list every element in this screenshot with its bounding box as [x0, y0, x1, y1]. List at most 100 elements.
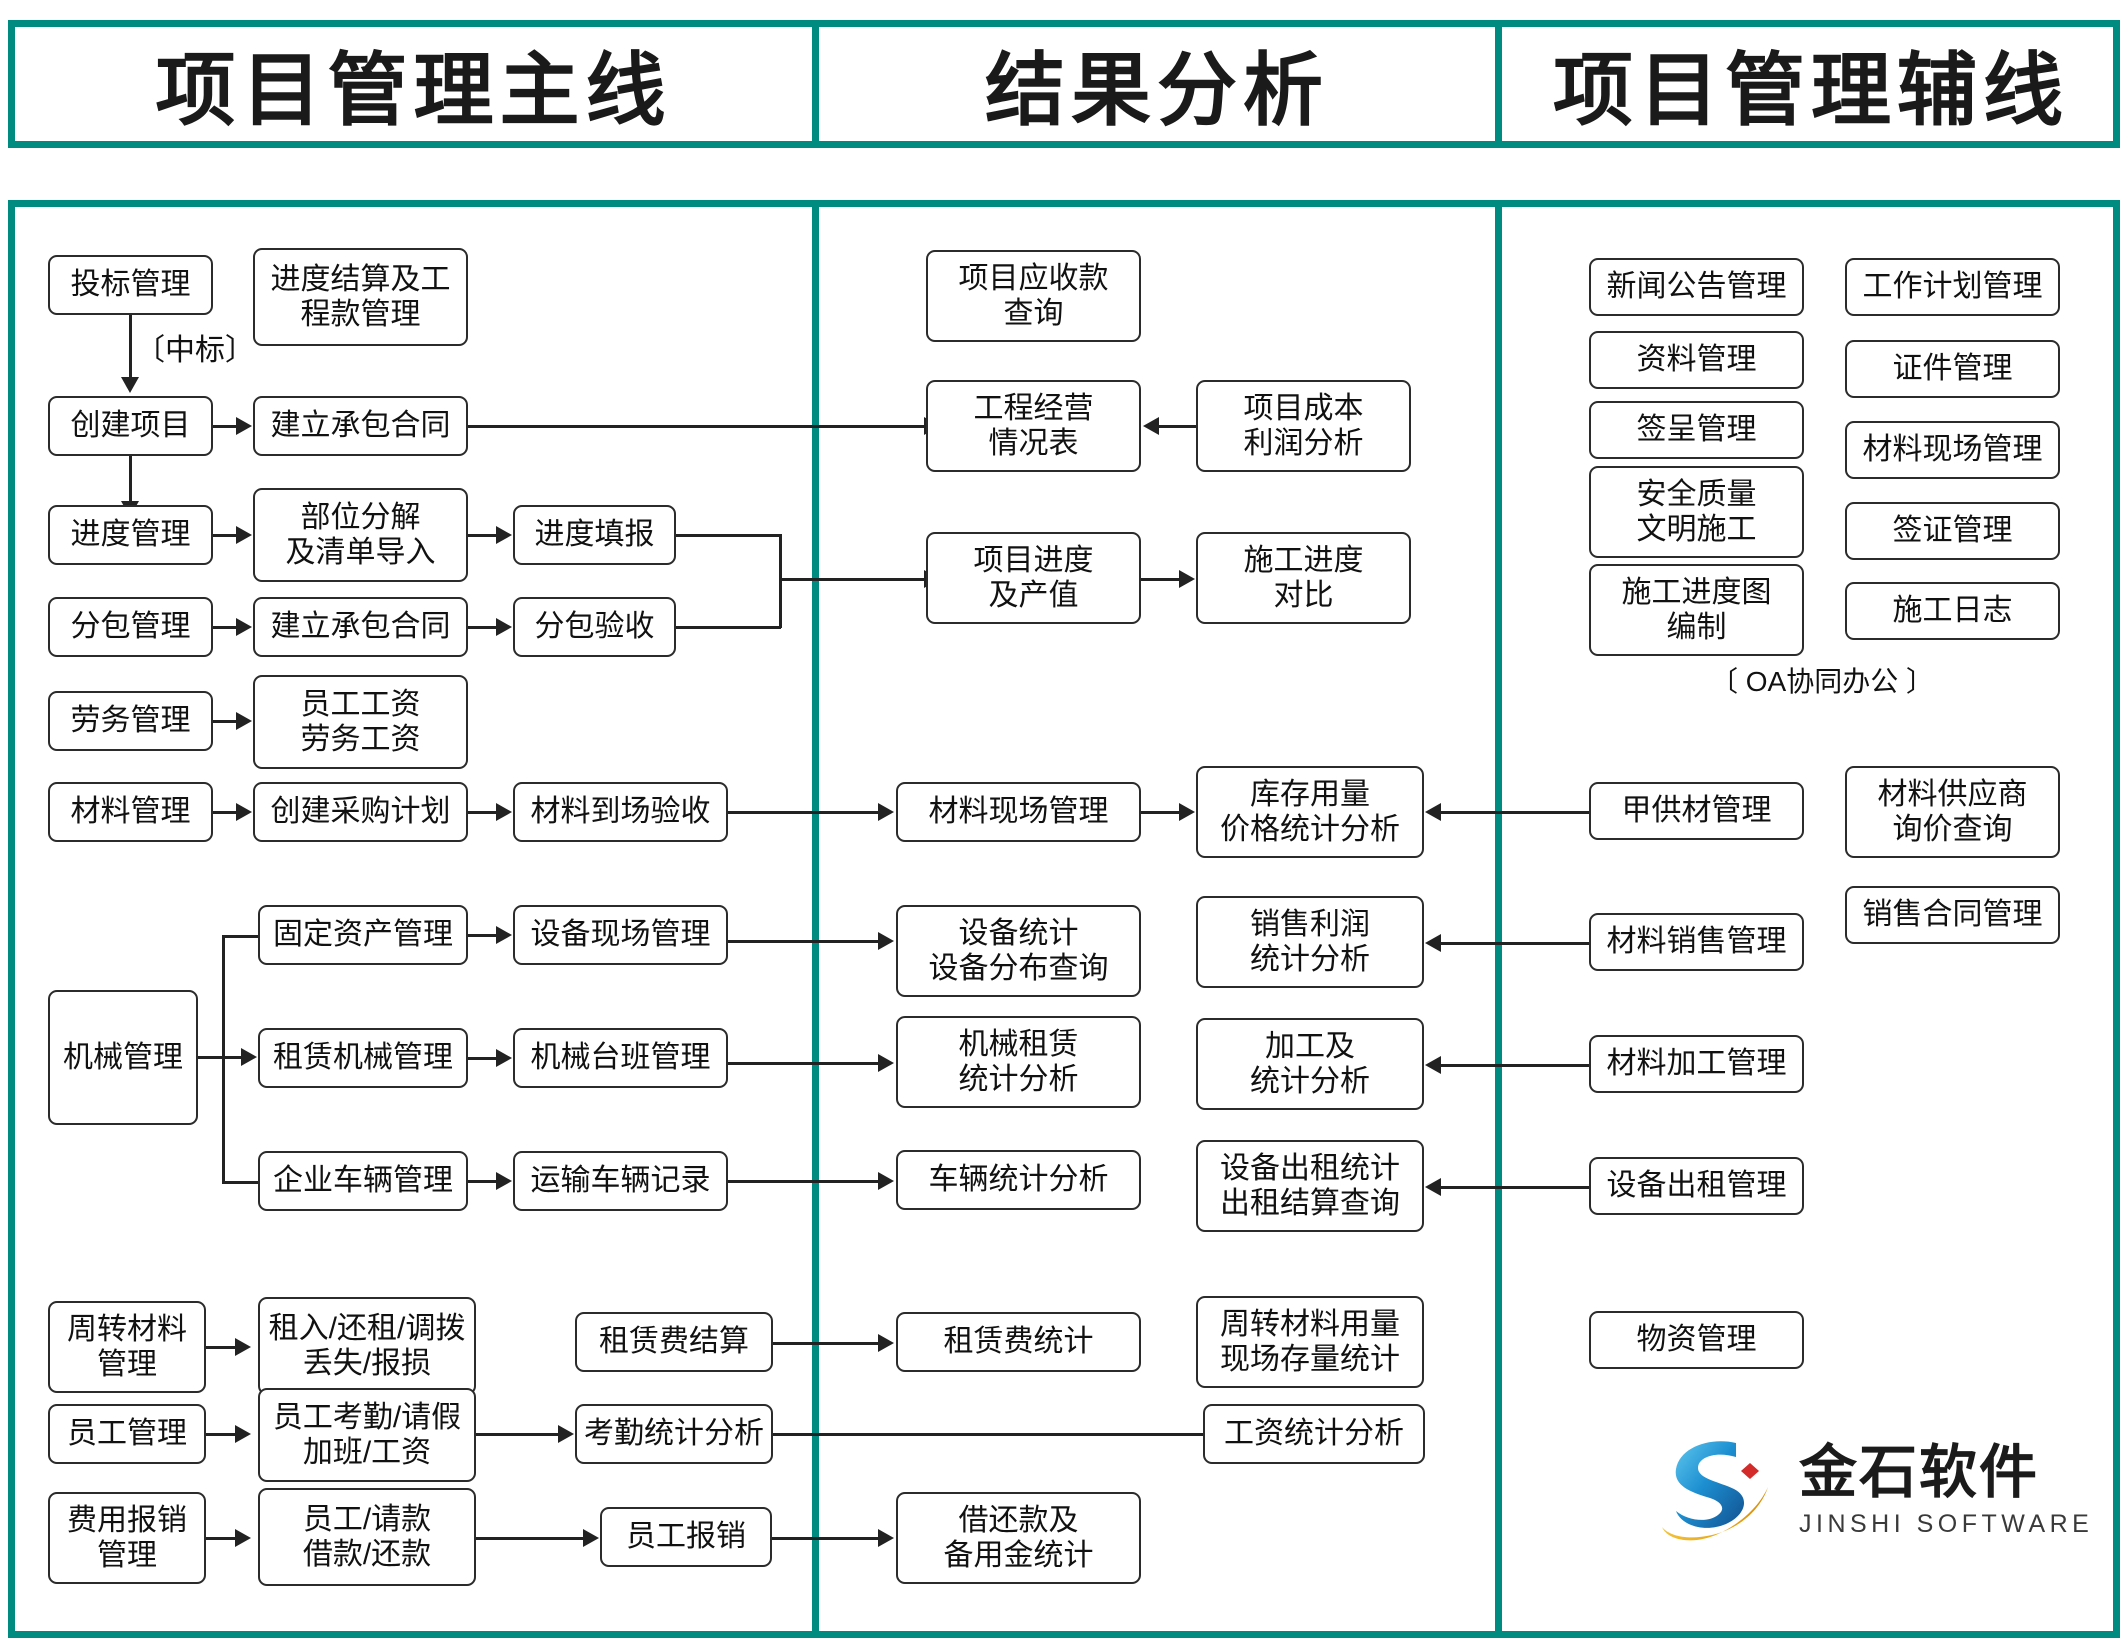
- box-lease-machine[interactable]: 租赁机械管理: [258, 1028, 468, 1088]
- line-contract-to-operation-table: [468, 425, 926, 428]
- box-staff-reimburse[interactable]: 员工报销: [600, 1507, 772, 1567]
- box-construction-compare[interactable]: 施工进度 对比: [1196, 532, 1411, 624]
- box-staff-loan[interactable]: 员工/请款 借款/还款: [258, 1488, 476, 1586]
- box-bidding[interactable]: 投标管理: [48, 255, 213, 315]
- box-subcontract-mgmt[interactable]: 分包管理: [48, 597, 213, 657]
- box-lease-fee-settle[interactable]: 租赁费结算: [575, 1312, 773, 1372]
- box-equip-stat[interactable]: 设备统计 设备分布查询: [896, 905, 1141, 997]
- box-company-vehicle[interactable]: 企业车辆管理: [258, 1151, 468, 1211]
- company-logo: 金石软件 JINSHI SOFTWARE: [1650, 1435, 2093, 1547]
- box-certificate-mgmt[interactable]: 证件管理: [1845, 340, 2060, 398]
- line-att-stat-to-wage-stat: [773, 1433, 1203, 1436]
- box-rent-return[interactable]: 租入/还租/调拨 丢失/报损: [258, 1297, 476, 1395]
- line-transport-to-vehicle-stat: [728, 1180, 880, 1183]
- box-progress-fill[interactable]: 进度填报: [513, 505, 676, 565]
- box-expense-mgmt[interactable]: 费用报销 管理: [48, 1492, 206, 1584]
- box-document-mgmt[interactable]: 资料管理: [1589, 331, 1804, 389]
- box-labor-mgmt[interactable]: 劳务管理: [48, 691, 213, 751]
- box-machine-mgmt[interactable]: 机械管理: [48, 990, 198, 1125]
- line-machine-to-lease: [222, 1056, 242, 1059]
- line-attendance-to-stat: [476, 1433, 559, 1436]
- box-operation-table[interactable]: 工程经营 情况表: [926, 380, 1141, 472]
- box-loan-petty-stat[interactable]: 借还款及 备用金统计: [896, 1492, 1141, 1584]
- box-safety-quality[interactable]: 安全质量 文明施工: [1589, 466, 1804, 558]
- line-machine-to-fixed: [222, 935, 258, 938]
- box-equip-site[interactable]: 设备现场管理: [513, 905, 728, 965]
- box-equip-rent-stat[interactable]: 设备出租统计 出租结算查询: [1196, 1140, 1424, 1232]
- box-contract-1[interactable]: 建立承包合同: [253, 396, 468, 456]
- box-stock-price-stat[interactable]: 库存用量 价格统计分析: [1196, 766, 1424, 858]
- arrow-cost-to-operation: [1143, 417, 1159, 435]
- box-fixed-asset[interactable]: 固定资产管理: [258, 905, 468, 965]
- label-oa-office: 〔 OA协同办公 〕: [1710, 666, 1935, 697]
- box-subcontract-accept[interactable]: 分包验收: [513, 597, 676, 657]
- box-supplies-mgmt[interactable]: 物资管理: [1589, 1311, 1804, 1369]
- box-attendance[interactable]: 员工考勤/请假 加班/工资: [258, 1388, 476, 1482]
- box-revolving-stat[interactable]: 周转材料用量 现场存量统计: [1196, 1296, 1424, 1388]
- box-material-arrive[interactable]: 材料到场验收: [513, 782, 728, 842]
- box-material-site-mgmt[interactable]: 材料现场管理: [896, 782, 1141, 842]
- arrow-staff-to-attendance: [235, 1425, 251, 1443]
- box-news-notice[interactable]: 新闻公告管理: [1589, 258, 1804, 316]
- arrow-lease-settle-to-stat: [878, 1334, 894, 1352]
- box-supplier-quote[interactable]: 材料供应商 询价查询: [1845, 766, 2060, 858]
- line-equip-rent-mgmt-to-stat: [1441, 1186, 1589, 1189]
- line-merge-vertical: [779, 534, 782, 628]
- box-owner-material[interactable]: 甲供材管理: [1589, 782, 1804, 840]
- arrow-arrive-to-site-mgmt: [878, 803, 894, 821]
- box-create-project[interactable]: 创建项目: [48, 396, 213, 456]
- line-progress-to-compare: [1141, 578, 1180, 581]
- box-attendance-stat[interactable]: 考勤统计分析: [575, 1404, 773, 1464]
- box-contract-2[interactable]: 建立承包合同: [253, 597, 468, 657]
- arrow-sub-to-contract2: [236, 618, 252, 636]
- line-part-to-fill: [468, 534, 497, 537]
- arrow-equip-rent-mgmt-to-stat: [1425, 1178, 1441, 1196]
- body-divider-1: [812, 200, 819, 1638]
- box-work-plan[interactable]: 工作计划管理: [1845, 258, 2060, 316]
- box-transport-record[interactable]: 运输车辆记录: [513, 1151, 728, 1211]
- box-visa-mgmt[interactable]: 签证管理: [1845, 502, 2060, 560]
- box-equip-rent-mgmt[interactable]: 设备出租管理: [1589, 1157, 1804, 1215]
- box-receivable-query[interactable]: 项目应收款 查询: [926, 250, 1141, 342]
- box-machine-shift[interactable]: 机械台班管理: [513, 1028, 728, 1088]
- column-title-main-line: 项目管理主线: [155, 43, 672, 137]
- line-owner-material-to-stock-stat: [1441, 811, 1589, 814]
- box-progress-mgmt[interactable]: 进度管理: [48, 505, 213, 565]
- box-revolving-material[interactable]: 周转材料 管理: [48, 1301, 206, 1393]
- box-cost-profit[interactable]: 项目成本 利润分析: [1196, 380, 1411, 472]
- box-staff-mgmt[interactable]: 员工管理: [48, 1404, 206, 1464]
- arrow-progress-to-compare: [1179, 570, 1195, 588]
- box-part-decompose[interactable]: 部位分解 及清单导入: [253, 488, 468, 582]
- box-sales-profit-stat[interactable]: 销售利润 统计分析: [1196, 896, 1424, 988]
- box-construction-chart[interactable]: 施工进度图 编制: [1589, 564, 1804, 656]
- line-bidding-to-create: [129, 315, 132, 379]
- arrow-lease-to-shift: [496, 1049, 512, 1067]
- line-material-to-purchase: [213, 811, 237, 814]
- arrow-owner-material-to-stock-stat: [1425, 803, 1441, 821]
- box-construction-log[interactable]: 施工日志: [1845, 582, 2060, 640]
- box-material-process[interactable]: 材料加工管理: [1589, 1035, 1804, 1093]
- box-process-stat[interactable]: 加工及 统计分析: [1196, 1018, 1424, 1110]
- line-site-to-stock-stat: [1141, 811, 1180, 814]
- box-progress-settlement[interactable]: 进度结算及工 程款管理: [253, 248, 468, 346]
- arrow-expense-to-loan: [235, 1529, 251, 1547]
- arrow-progress-to-part: [236, 526, 252, 544]
- box-machine-lease-stat[interactable]: 机械租赁 统计分析: [896, 1016, 1141, 1108]
- arrow-material-process-to-process-stat: [1425, 1056, 1441, 1074]
- box-staff-wage[interactable]: 员工工资 劳务工资: [253, 675, 468, 769]
- line-arrive-to-site-mgmt: [728, 811, 880, 814]
- box-material-sales[interactable]: 材料销售管理: [1589, 913, 1804, 971]
- box-project-progress-value[interactable]: 项目进度 及产值: [926, 532, 1141, 624]
- box-wage-stat[interactable]: 工资统计分析: [1203, 1404, 1425, 1464]
- line-labor-to-wage: [213, 720, 237, 723]
- line-cost-to-operation: [1159, 425, 1196, 428]
- box-material-site[interactable]: 材料现场管理: [1845, 421, 2060, 479]
- line-machine-to-vehicle: [222, 1181, 258, 1184]
- box-vehicle-stat[interactable]: 车辆统计分析: [896, 1150, 1141, 1210]
- box-sales-contract[interactable]: 销售合同管理: [1845, 886, 2060, 944]
- box-lease-fee-stat[interactable]: 租赁费统计: [896, 1312, 1141, 1372]
- box-signature-mgmt[interactable]: 签呈管理: [1589, 401, 1804, 459]
- box-purchase-plan[interactable]: 创建采购计划: [253, 782, 468, 842]
- box-material-mgmt[interactable]: 材料管理: [48, 782, 213, 842]
- line-sub-to-contract2: [213, 626, 237, 629]
